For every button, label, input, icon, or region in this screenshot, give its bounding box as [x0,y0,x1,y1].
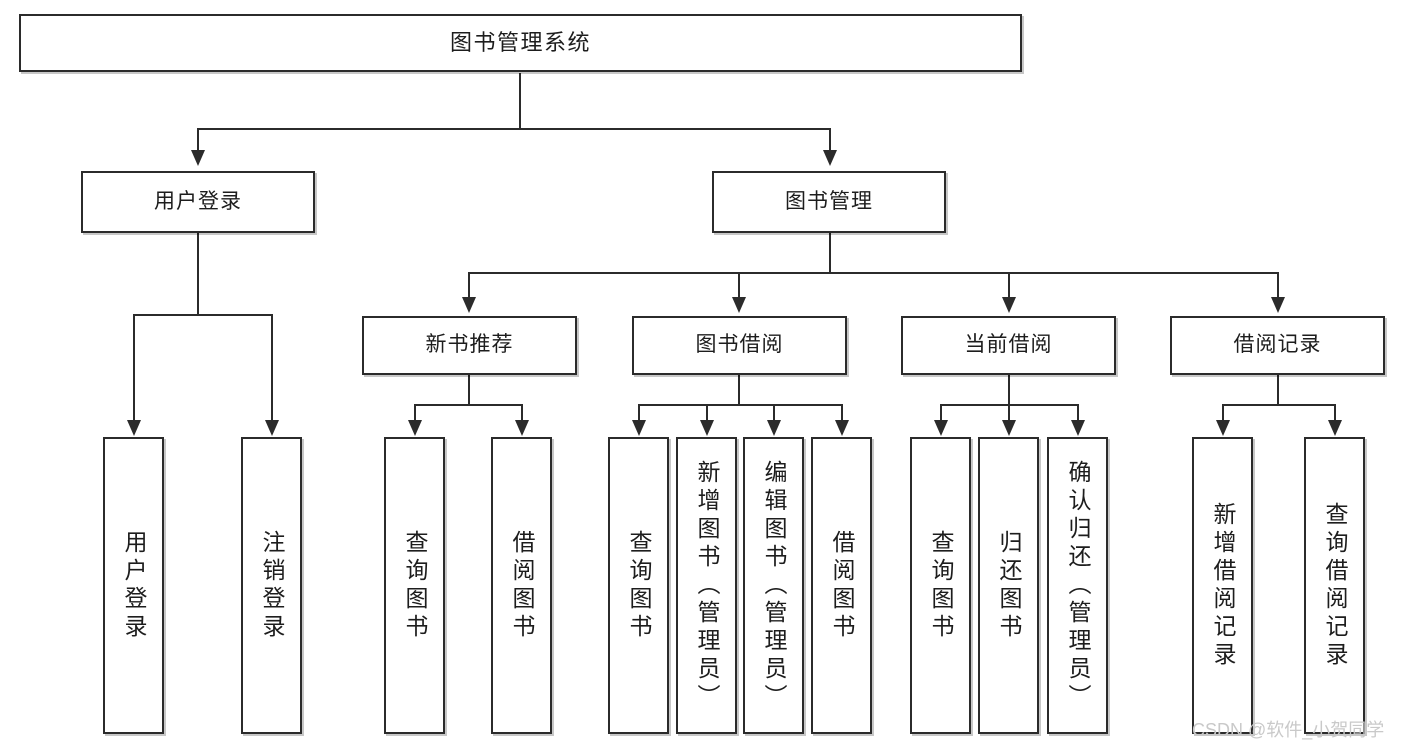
arrowhead-leaf-query-book-3 [934,420,948,436]
connector-bm-to-borrow-record [1277,272,1279,298]
arrowhead-leaf-add-book [700,420,714,436]
node-book-manage[interactable]: 图书管理 [712,171,946,233]
connector-bb-leaf4 [841,404,843,422]
node-leaf-borrow-book-1[interactable]: 借阅图书 [491,437,552,734]
connector-bm-to-book-borrow [738,272,740,298]
connector-root-stem [519,73,521,129]
node-leaf-return-book-label: 归还图书 [996,529,1022,642]
arrowhead-leaf-user-login [127,420,141,436]
node-leaf-add-book[interactable]: 新增图书（管理员） [676,437,737,734]
arrowhead-book-borrow [732,297,746,313]
node-new-book-recommend-label: 新书推荐 [425,333,514,357]
node-book-borrow[interactable]: 图书借阅 [632,316,847,375]
arrowhead-leaf-add-record [1216,420,1230,436]
arrowhead-leaf-return-book [1002,420,1016,436]
node-leaf-query-book-2[interactable]: 查询图书 [608,437,669,734]
node-new-book-recommend[interactable]: 新书推荐 [362,316,577,375]
node-leaf-query-book-1[interactable]: 查询图书 [384,437,445,734]
node-leaf-query-record-label: 查询借阅记录 [1322,501,1348,670]
connector-root-to-user-login [197,128,199,150]
arrowhead-leaf-query-book-2 [632,420,646,436]
connector-new-book-bus [414,404,522,406]
connector-bb-leaf2 [706,404,708,422]
connector-bb-leaf3 [773,404,775,422]
node-borrow-record[interactable]: 借阅记录 [1170,316,1385,375]
connector-current-borrow-stem [1008,375,1010,405]
arrowhead-borrow-record [1271,297,1285,313]
connector-ul-leaf2 [271,314,273,421]
node-leaf-user-login-label: 用户登录 [121,529,147,642]
node-root-label: 图书管理系统 [449,30,591,56]
arrowhead-leaf-borrow-book-2 [835,420,849,436]
node-leaf-user-login[interactable]: 用户登录 [103,437,164,734]
connector-book-manage-bus [468,272,1278,274]
connector-book-borrow-stem [738,375,740,405]
connector-br-leaf2 [1334,404,1336,422]
connector-bm-to-current-borrow [1008,272,1010,298]
node-user-login-label: 用户登录 [154,189,242,213]
node-leaf-add-record-label: 新增借阅记录 [1210,501,1236,670]
connector-borrow-record-stem [1277,375,1279,405]
connector-nb-leaf1 [414,404,416,422]
node-borrow-record-label: 借阅记录 [1233,333,1322,357]
node-current-borrow[interactable]: 当前借阅 [901,316,1116,375]
node-root[interactable]: 图书管理系统 [19,14,1022,72]
arrowhead-leaf-borrow-book-1 [515,420,529,436]
arrowhead-leaf-edit-book [767,420,781,436]
connector-ul-leaf1 [133,314,135,421]
node-leaf-edit-book[interactable]: 编辑图书（管理员） [743,437,804,734]
arrowhead-new-book-rec [462,297,476,313]
arrowhead-leaf-query-book-1 [408,420,422,436]
connector-cb-leaf1 [940,404,942,422]
node-leaf-return-book[interactable]: 归还图书 [978,437,1039,734]
node-leaf-add-record[interactable]: 新增借阅记录 [1192,437,1253,734]
connector-cb-leaf2 [1008,404,1010,422]
connector-user-login-stem [197,233,199,315]
node-leaf-logout-label: 注销登录 [259,529,285,642]
node-leaf-logout[interactable]: 注销登录 [241,437,302,734]
connector-book-manage-stem [829,233,831,273]
arrowhead-leaf-query-record [1328,420,1342,436]
arrowhead-leaf-logout [265,420,279,436]
node-leaf-query-book-3-label: 查询图书 [928,529,954,642]
node-leaf-edit-book-label: 编辑图书（管理员） [761,459,787,712]
connector-cb-leaf3 [1077,404,1079,422]
node-book-borrow-label: 图书借阅 [695,333,784,357]
node-leaf-confirm-return-label: 确认归还（管理员） [1065,459,1091,712]
node-leaf-query-book-1-label: 查询图书 [402,529,428,642]
connector-root-to-book-manage [829,128,831,150]
arrowhead-user-login [191,150,205,166]
node-leaf-query-record[interactable]: 查询借阅记录 [1304,437,1365,734]
connector-borrow-record-bus [1222,404,1336,406]
connector-root-bus [197,128,831,130]
connector-user-login-bus [133,314,273,316]
connector-nb-leaf2 [521,404,523,422]
node-leaf-query-book-3[interactable]: 查询图书 [910,437,971,734]
connector-bm-to-new-book [468,272,470,298]
node-leaf-borrow-book-1-label: 借阅图书 [509,529,535,642]
node-user-login[interactable]: 用户登录 [81,171,315,233]
node-leaf-add-book-label: 新增图书（管理员） [694,459,720,712]
arrowhead-book-manage [823,150,837,166]
connector-book-borrow-bus [638,404,842,406]
node-leaf-confirm-return[interactable]: 确认归还（管理员） [1047,437,1108,734]
node-current-borrow-label: 当前借阅 [964,333,1053,357]
arrowhead-current-borrow [1002,297,1016,313]
node-leaf-query-book-2-label: 查询图书 [626,529,652,642]
node-leaf-borrow-book-2-label: 借阅图书 [829,529,855,642]
node-book-manage-label: 图书管理 [785,189,873,213]
node-leaf-borrow-book-2[interactable]: 借阅图书 [811,437,872,734]
connector-br-leaf1 [1222,404,1224,422]
connector-bb-leaf1 [638,404,640,422]
connector-new-book-stem [468,375,470,405]
arrowhead-leaf-confirm-return [1071,420,1085,436]
